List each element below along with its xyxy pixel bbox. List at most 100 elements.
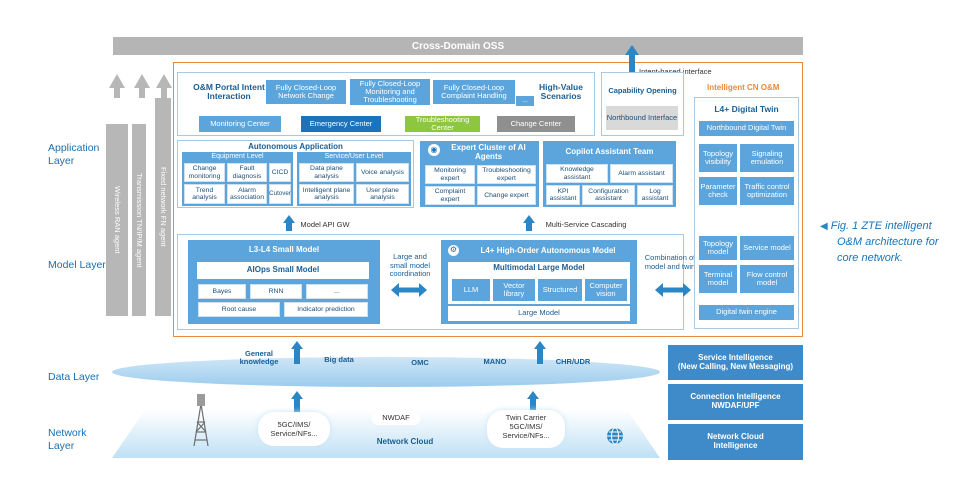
data-layer-ellipse bbox=[112, 357, 660, 387]
scenario-more[interactable]: ... bbox=[516, 96, 534, 106]
arrow-up-icon bbox=[283, 215, 295, 223]
complaint-expert-cell[interactable]: Complaint expert bbox=[425, 186, 475, 205]
multi-service-cascading-label: Multi-Service Cascading bbox=[545, 219, 627, 229]
combination-label: Combination of model and twin bbox=[644, 253, 696, 271]
twin-carrier-label: Twin Carrier bbox=[505, 413, 547, 422]
autonomous-application-title: Autonomous Application bbox=[248, 141, 343, 151]
copilot-team-title: Copilot Assistant Team bbox=[565, 146, 654, 156]
large-model-title: L4+ High-Order Autonomous Model bbox=[480, 245, 616, 255]
mid-arrows bbox=[283, 215, 535, 231]
change-center[interactable]: Change Center bbox=[497, 116, 575, 132]
scenario-monitoring-troubleshooting[interactable]: Fully Closed-Loop Monitoring and Trouble… bbox=[350, 79, 430, 105]
kpi-assistant-cell[interactable]: KPI assistant bbox=[546, 185, 580, 205]
parameter-check-cell[interactable]: Parameter check bbox=[699, 177, 737, 205]
root-cause-cell[interactable]: Root cause bbox=[198, 302, 280, 317]
network-arrows bbox=[291, 391, 539, 412]
vector-library-cell[interactable]: Vector library bbox=[493, 279, 535, 301]
data-plane-analysis-cell[interactable]: Data plane analysis bbox=[299, 163, 354, 182]
arrow-up-icon bbox=[625, 45, 639, 55]
rnn-cell[interactable]: RNN bbox=[250, 284, 302, 299]
intelligent-cn-om-label: Intelligent CN O&M bbox=[707, 83, 780, 92]
knowledge-assistant-cell[interactable]: Knowledge assistant bbox=[546, 164, 608, 183]
change-monitoring-cell[interactable]: Change monitoring bbox=[184, 163, 225, 182]
computer-vision-cell[interactable]: Computer vision bbox=[585, 279, 627, 301]
troubleshooting-expert-cell[interactable]: Troubleshooting expert bbox=[477, 165, 536, 184]
northbound-interface[interactable]: Northbound Interface bbox=[606, 106, 678, 130]
agent-label: Fixed network FN agent bbox=[159, 167, 169, 247]
arrow-up-icon bbox=[134, 74, 150, 88]
flow-control-model-cell[interactable]: Flow control model bbox=[740, 265, 794, 293]
network-cloud-label: Network Cloud bbox=[376, 436, 434, 446]
northbound-digital-twin[interactable]: Northbound Digital Twin bbox=[699, 121, 794, 136]
topology-model-cell[interactable]: Topology model bbox=[699, 236, 737, 260]
cloud-5gc-right: 5GC/IMS/ Service/NFs... bbox=[502, 422, 550, 440]
connection-intelligence-title: Connection Intelligence bbox=[690, 392, 781, 402]
intelligent-plane-analysis-cell[interactable]: Intelligent plane analysis bbox=[299, 184, 354, 204]
aiops-small-model[interactable]: AIOps Small Model bbox=[197, 262, 369, 279]
wireless-ran-agent-column: Wireless RAN agent bbox=[106, 124, 128, 316]
model-api-gw-label: Model API GW bbox=[300, 219, 350, 229]
monitoring-expert-cell[interactable]: Monitoring expert bbox=[425, 165, 475, 184]
service-intelligence-title: Service Intelligence bbox=[698, 352, 773, 362]
big-data-label: Big data bbox=[324, 354, 354, 364]
om-portal-title: O&M Portal Intent Interaction bbox=[193, 81, 265, 101]
topology-visibility-cell[interactable]: Topology visibility bbox=[699, 144, 737, 172]
connection-intelligence-sub: NWDAF/UPF bbox=[711, 401, 760, 410]
mano-label: MANO bbox=[483, 356, 507, 366]
service-level-title: Service/User Level bbox=[324, 153, 384, 161]
data-arrows bbox=[291, 341, 546, 364]
scenario-network-change[interactable]: Fully Closed-Loop Network Change bbox=[266, 80, 346, 104]
multimodal-title: Multimodal Large Model bbox=[493, 263, 585, 273]
user-plane-analysis-cell[interactable]: User plane analysis bbox=[356, 184, 409, 204]
omc-label: OMC bbox=[411, 357, 429, 367]
data-layer-label: Data Layer bbox=[48, 371, 100, 383]
caption-line-3: core network. bbox=[837, 251, 904, 264]
troubleshooting-center[interactable]: Troubleshooting Center bbox=[405, 115, 480, 132]
intent-arrow bbox=[625, 45, 639, 79]
arrow-up-icon bbox=[291, 391, 303, 399]
trend-analysis-cell[interactable]: Trend analysis bbox=[184, 184, 225, 204]
monitoring-center[interactable]: Monitoring Center bbox=[199, 116, 281, 132]
fixed-network-agent-column: Fixed network FN agent bbox=[155, 98, 171, 316]
bayes-cell[interactable]: Bayes bbox=[198, 284, 246, 299]
intelligent-cn-om-frame bbox=[173, 62, 803, 337]
change-expert-cell[interactable]: Change expert bbox=[477, 186, 536, 205]
network-cloud-intelligence-sub: Intelligence bbox=[713, 441, 758, 450]
more-cell[interactable]: ... bbox=[306, 284, 368, 299]
traffic-control-optimization-cell[interactable]: Traffic control optimization bbox=[740, 177, 794, 205]
fault-diagnosis-cell[interactable]: Fault diagnosis bbox=[227, 163, 267, 182]
agent-arrows bbox=[109, 74, 172, 98]
connection-intelligence-box: Connection Intelligence NWDAF/UPF bbox=[668, 384, 803, 420]
service-model-cell[interactable]: Service model bbox=[740, 236, 794, 260]
terminal-model-cell[interactable]: Terminal model bbox=[699, 265, 737, 293]
service-intelligence-box: Service Intelligence (New Calling, New M… bbox=[668, 345, 803, 380]
expert-cluster-title: Expert Cluster of AI Agents bbox=[451, 143, 526, 161]
indicator-prediction-cell[interactable]: Indicator prediction bbox=[284, 302, 368, 317]
large-model-bar[interactable]: Large Model bbox=[448, 306, 630, 321]
voice-analysis-cell[interactable]: Voice analysis bbox=[356, 163, 409, 182]
configuration-assistant-cell[interactable]: Configuration assistant bbox=[582, 185, 635, 205]
double-arrow-icon bbox=[391, 283, 427, 297]
digital-twin-engine[interactable]: Digital twin engine bbox=[699, 305, 794, 320]
agent-label: Wireless RAN agent bbox=[113, 186, 123, 254]
scenario-complaint-handling[interactable]: Fully Closed-Loop Complaint Handling bbox=[433, 80, 515, 104]
alarm-association-cell[interactable]: Alarm association bbox=[227, 184, 267, 204]
signaling-emulation-cell[interactable]: Signaling emulation bbox=[740, 144, 794, 172]
emergency-center[interactable]: Emergency Center bbox=[301, 116, 381, 132]
small-model-title: L3-L4 Small Model bbox=[248, 244, 320, 254]
cloud-5gc-left: 5GC/IMS/ Service/NFs... bbox=[258, 412, 330, 446]
llm-cell[interactable]: LLM bbox=[452, 279, 490, 301]
cross-domain-oss-bar: Cross-Domain OSS bbox=[113, 37, 803, 55]
cutover-cell[interactable]: Cutover bbox=[269, 184, 291, 204]
transmission-agent-column: Transmission TN/IP/M agent bbox=[132, 124, 146, 316]
equipment-level-title: Equipment Level bbox=[211, 153, 264, 161]
high-value-scenarios-title: High-Value Scenarios bbox=[539, 81, 583, 101]
structured-cell[interactable]: Structured bbox=[538, 279, 582, 301]
network-layer-label: Network Layer bbox=[48, 427, 87, 453]
caption-marker-icon: ◀ bbox=[820, 221, 828, 232]
cicd-cell[interactable]: CICD bbox=[269, 163, 291, 182]
arrow-up-icon bbox=[156, 74, 172, 88]
arrow-up-icon bbox=[109, 74, 125, 88]
alarm-assistant-cell[interactable]: Alarm assistant bbox=[610, 164, 673, 183]
log-assistant-cell[interactable]: Log assistant bbox=[637, 185, 673, 205]
